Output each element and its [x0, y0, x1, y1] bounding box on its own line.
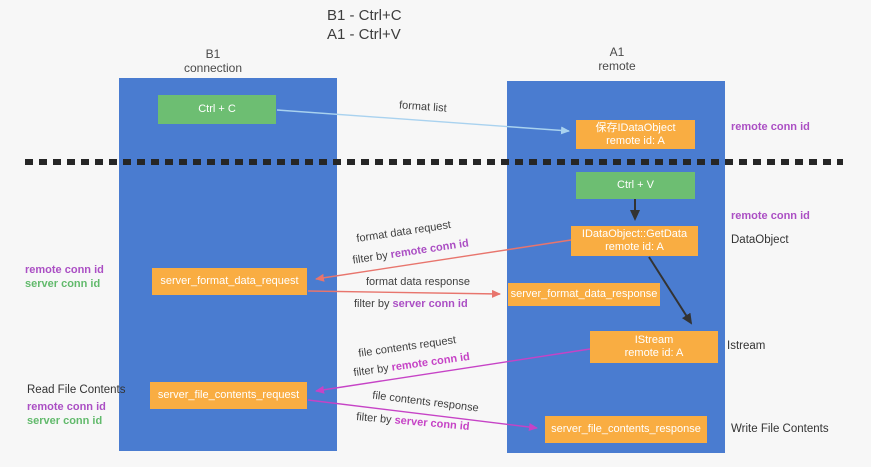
- right-column-header: A1 remote: [557, 45, 677, 73]
- getdata-to-istream-arrow: [648, 256, 693, 325]
- left-column-name: B1: [205, 47, 221, 61]
- format-data-request-arrow: [315, 239, 572, 282]
- left-column-header: B1 connection: [153, 47, 273, 75]
- getdata-title: IDataObject::GetData: [581, 228, 688, 240]
- right-column-name: A1: [609, 45, 625, 59]
- save-idataobject-node: 保存IDataObject remote id: A: [576, 120, 695, 149]
- ctrl-c-label: Ctrl + C: [198, 103, 236, 115]
- idataobject-getdata-node: IDataObject::GetData remote id: A: [571, 226, 698, 256]
- title-line-1: B1 - Ctrl+C: [327, 7, 402, 24]
- server-file-contents-request-node: server_file_contents_request: [150, 382, 307, 409]
- right-remote-conn-id-mid: remote conn id: [731, 210, 810, 222]
- file-contents-request-arrow: [315, 348, 591, 394]
- istream-annotation: Istream: [727, 340, 766, 352]
- file-contents-response-arrow: [307, 399, 538, 431]
- right-column-role: remote: [598, 59, 636, 73]
- server-conn-id-highlight: server conn id: [392, 298, 468, 310]
- dataobject-annotation: DataObject: [731, 234, 789, 246]
- server-format-data-response-label: server_format_data_response: [510, 288, 658, 300]
- ctrl-v-label: Ctrl + V: [617, 179, 654, 191]
- ctrl-v-node: Ctrl + V: [576, 172, 695, 199]
- istream-remote-id: remote id: A: [624, 347, 684, 359]
- copy-paste-phase-separator: [25, 159, 843, 165]
- format-data-response-label: format data response: [366, 276, 470, 288]
- save-idataobject-remote-id: remote id: A: [606, 134, 665, 147]
- left-server-conn-id-mid: server conn id: [25, 278, 101, 290]
- format-data-response-arrow: [307, 289, 501, 298]
- diagram-title: B1 - Ctrl+C A1 - Ctrl+V: [327, 6, 402, 44]
- right-remote-conn-id-top: remote conn id: [731, 121, 810, 133]
- server-format-data-request-node: server_format_data_request: [152, 268, 307, 295]
- format-data-response-filter-label: filter by server conn id: [354, 298, 468, 310]
- istream-title: IStream: [634, 334, 674, 346]
- left-remote-conn-id-mid: remote conn id: [25, 264, 104, 276]
- read-file-contents-annotation: Read File Contents: [27, 384, 126, 396]
- server-file-contents-response-node: server_file_contents_response: [545, 416, 707, 443]
- server-file-contents-request-label: server_file_contents_request: [157, 389, 300, 401]
- title-line-2: A1 - Ctrl+V: [327, 26, 401, 43]
- left-column-role: connection: [183, 61, 243, 75]
- save-idataobject-title: 保存IDataObject: [595, 121, 676, 134]
- server-format-data-response-node: server_format_data_response: [508, 283, 660, 306]
- left-remote-conn-id-bottom: remote conn id: [27, 401, 106, 413]
- left-server-conn-id-bottom: server conn id: [27, 415, 103, 427]
- write-file-contents-annotation: Write File Contents: [731, 423, 829, 435]
- getdata-remote-id: remote id: A: [605, 241, 664, 253]
- ctrl-c-node: Ctrl + C: [158, 95, 276, 124]
- server-format-data-request-label: server_format_data_request: [160, 275, 299, 287]
- filter-by-text: filter by: [354, 298, 393, 310]
- format-list-arrow: [276, 109, 570, 135]
- istream-node: IStream remote id: A: [590, 331, 718, 363]
- server-file-contents-response-label: server_file_contents_response: [551, 423, 701, 435]
